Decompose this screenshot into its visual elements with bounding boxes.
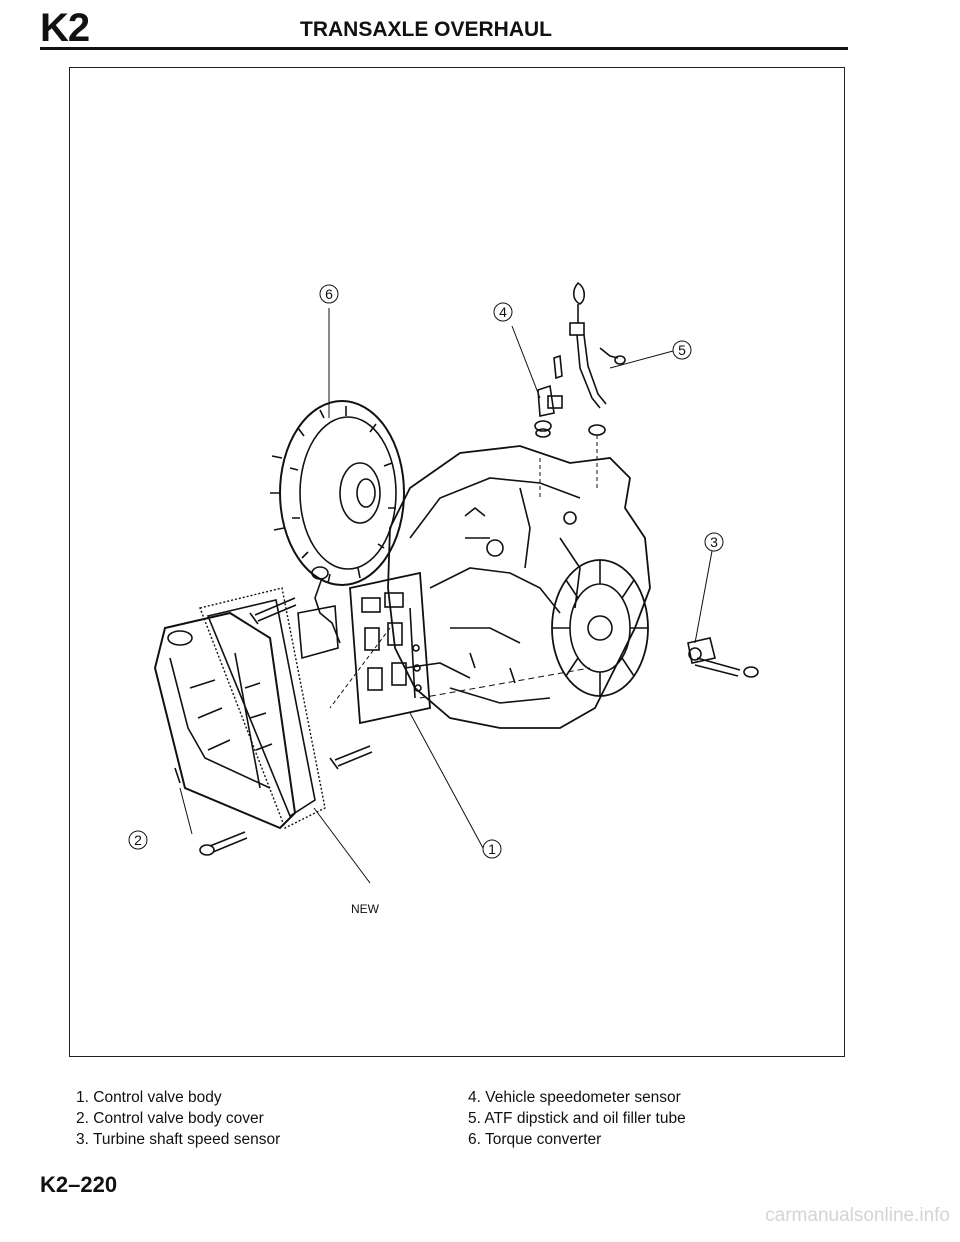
legend-item: 6. Torque converter [468,1131,602,1148]
callout-6: 6 [319,284,339,304]
legend-item: 4. Vehicle speedometer sensor [468,1089,681,1106]
svg-text:5: 5 [678,342,686,358]
callout-5: 5 [672,340,692,360]
atf-dipstick-tube [569,281,626,436]
legend-left: 1. Control valve body 2. Control valve b… [76,1087,280,1150]
legend-item: 3. Turbine shaft speed sensor [76,1131,281,1148]
svg-text:2: 2 [134,832,142,848]
figure-frame: 6 4 5 3 2 1 NEW [69,67,845,1057]
callout-1: 1 [482,839,502,859]
svg-text:6: 6 [325,286,333,302]
legend-item: 1. Control valve body [76,1089,222,1106]
gasket [199,587,326,829]
page-title: TRANSAXLE OVERHAUL [300,18,553,41]
svg-text:3: 3 [710,534,718,550]
section-code: K2 [40,6,90,50]
callout-3: 3 [704,532,724,552]
page-number: K2–220 [40,1172,118,1197]
control-valve-body [297,566,431,725]
legend-item: 5. ATF dipstick and oil filler tube [468,1110,686,1127]
vehicle-speedometer-sensor [534,354,563,438]
legend-right: 4. Vehicle speedometer sensor 5. ATF dip… [468,1087,686,1150]
control-valve-body-cover [153,611,297,830]
turbine-shaft-speed-sensor [687,637,716,664]
transaxle-case [387,445,651,729]
callout-2: 2 [128,830,148,850]
header-rule [40,47,848,50]
torque-converter [270,400,405,586]
legend-item: 2. Control valve body cover [76,1110,264,1127]
leader-lines [179,308,713,884]
bell-housing [551,559,649,697]
callout-4: 4 [493,302,513,322]
watermark: carmanualsonline.info [765,1205,950,1226]
transaxle-exploded-diagram: 6 4 5 3 2 1 NEW [128,281,759,916]
new-label: NEW [351,902,380,916]
svg-text:4: 4 [499,304,507,320]
svg-text:1: 1 [488,841,496,857]
